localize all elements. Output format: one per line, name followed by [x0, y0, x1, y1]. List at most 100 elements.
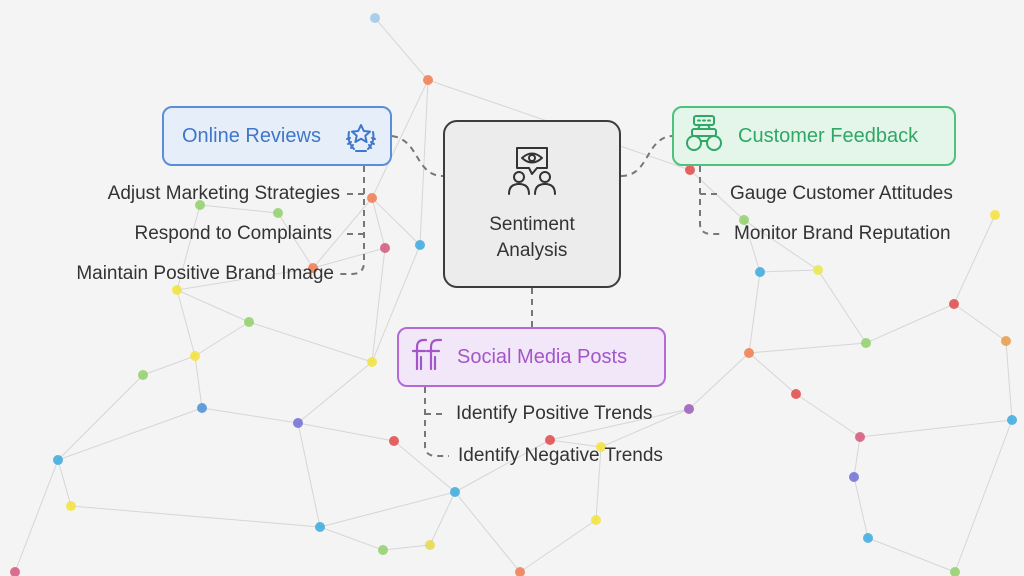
network-line — [297, 361, 373, 424]
network-dot — [744, 348, 754, 358]
network-line — [142, 355, 196, 376]
network-dot — [244, 317, 254, 327]
network-line — [199, 204, 279, 214]
network-line — [194, 355, 203, 409]
network-dot — [813, 265, 823, 275]
connector-social-trunk — [424, 387, 449, 457]
network-dot — [685, 165, 695, 175]
network-line — [454, 439, 551, 493]
network-line — [57, 459, 72, 507]
network-line — [419, 79, 429, 246]
network-line — [371, 247, 386, 363]
network-line — [312, 247, 386, 269]
network-dot — [545, 435, 555, 445]
network-dot — [195, 200, 205, 210]
network-line — [382, 544, 431, 551]
network-dot — [66, 501, 76, 511]
online-reviews-label: Online Reviews — [182, 124, 321, 147]
network-dot — [791, 389, 801, 399]
network-dot — [370, 13, 380, 23]
network-line — [277, 212, 314, 269]
network-dot — [990, 210, 1000, 220]
network-line — [429, 491, 456, 546]
customer-feedback-label: Customer Feedback — [738, 124, 919, 147]
network-dot — [423, 75, 433, 85]
network-line — [865, 303, 955, 344]
social-ff-icon — [411, 337, 445, 377]
network-line — [853, 436, 861, 478]
network-dot — [596, 442, 606, 452]
network-dot — [1001, 336, 1011, 346]
connector-center-customer-feedback — [620, 135, 673, 177]
network-dot — [293, 418, 303, 428]
network-dot — [515, 567, 525, 576]
network-line — [371, 79, 429, 199]
connector-center-online-reviews — [391, 135, 444, 177]
network-dot — [949, 299, 959, 309]
network-line — [743, 219, 761, 273]
center-title-line-1: Sentiment — [489, 214, 575, 235]
network-dot — [197, 403, 207, 413]
binoculars-icon — [684, 114, 724, 158]
network-line — [953, 303, 1007, 342]
network-line — [748, 342, 867, 354]
network-dot — [53, 455, 63, 465]
leaf-maintain-positive-brand-image: Maintain Positive Brand Image — [76, 263, 334, 284]
award-star-icon — [344, 122, 378, 160]
network-line — [176, 289, 196, 357]
network-dot — [273, 208, 283, 218]
center-title-line-2: Analysis — [496, 240, 568, 261]
network-line — [393, 440, 456, 493]
network-dot — [450, 487, 460, 497]
network-line — [595, 446, 602, 521]
network-line — [297, 422, 395, 442]
network-line — [1005, 340, 1013, 421]
network-dot — [849, 472, 859, 482]
network-line — [795, 393, 861, 438]
network-dot — [308, 263, 318, 273]
network-line — [371, 244, 421, 363]
node-online-reviews[interactable]: Online Reviews — [162, 106, 392, 166]
network-dot — [367, 357, 377, 367]
network-line — [600, 408, 690, 448]
network-line — [319, 491, 456, 528]
people-eye-icon — [505, 144, 559, 206]
leaf-adjust-marketing-strategies: Adjust Marketing Strategies — [107, 183, 340, 204]
network-dot — [380, 243, 390, 253]
network-line — [176, 267, 314, 291]
network-line — [14, 459, 59, 573]
network-dot — [591, 515, 601, 525]
leaf-identify-positive-trends: Identify Positive Trends — [456, 403, 653, 424]
network-dot — [10, 567, 20, 576]
network-line — [312, 197, 373, 269]
network-dot — [389, 436, 399, 446]
network-line — [194, 321, 250, 357]
node-social-media-posts[interactable]: Social Media Posts — [397, 327, 666, 387]
network-line — [319, 526, 384, 551]
network-dot — [684, 404, 694, 414]
network-line — [374, 17, 429, 81]
network-line — [248, 321, 373, 363]
network-dot — [863, 533, 873, 543]
network-line — [201, 407, 299, 424]
network-line — [371, 197, 421, 246]
leaf-respond-to-complaints: Respond to Complaints — [134, 223, 333, 244]
network-line — [519, 519, 597, 573]
network-dot — [315, 522, 325, 532]
network-line — [688, 352, 750, 410]
center-node-sentiment-analysis[interactable]: Sentiment Analysis — [443, 120, 621, 288]
network-line — [748, 352, 797, 395]
network-dot — [861, 338, 871, 348]
node-customer-feedback[interactable]: Customer Feedback — [672, 106, 956, 166]
network-dot — [190, 351, 200, 361]
network-line — [953, 214, 996, 305]
network-dot — [739, 215, 749, 225]
network-dot — [1007, 415, 1017, 425]
network-line — [759, 269, 819, 273]
network-line — [549, 439, 602, 448]
network-dot — [378, 545, 388, 555]
network-line — [176, 289, 250, 323]
network-line — [297, 422, 321, 528]
